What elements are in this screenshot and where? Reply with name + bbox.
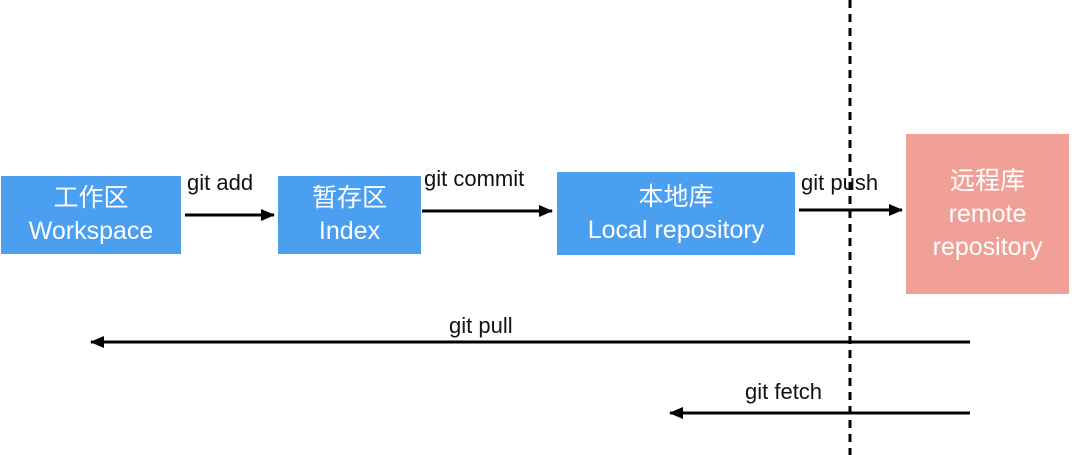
- git-fetch-label: git fetch: [745, 379, 823, 404]
- git-pull-label: git pull: [449, 313, 513, 338]
- remote-repository-box: 远程库 remote repository: [906, 134, 1069, 294]
- remote-repository-zh-label: 远程库: [949, 166, 1025, 195]
- local-repository-en-label: Local repository: [587, 215, 765, 244]
- index-zh-label: 暂存区: [311, 184, 387, 212]
- local-repository-box: 本地库 Local repository: [557, 172, 795, 255]
- local-repository-zh-label: 本地库: [638, 182, 714, 211]
- remote-repository-en-label-line2: repository: [932, 232, 1043, 261]
- workspace-en-label: Workspace: [28, 217, 154, 245]
- index-en-label: Index: [318, 217, 381, 245]
- git-commit-label: git commit: [424, 166, 525, 191]
- index-box: 暂存区 Index: [278, 176, 421, 254]
- remote-repository-en-label-line1: remote: [948, 199, 1027, 228]
- git-add-label: git add: [187, 170, 254, 195]
- workspace-zh-label: 工作区: [53, 184, 129, 212]
- workspace-box: 工作区 Workspace: [1, 176, 181, 254]
- git-push-label: git push: [801, 170, 879, 195]
